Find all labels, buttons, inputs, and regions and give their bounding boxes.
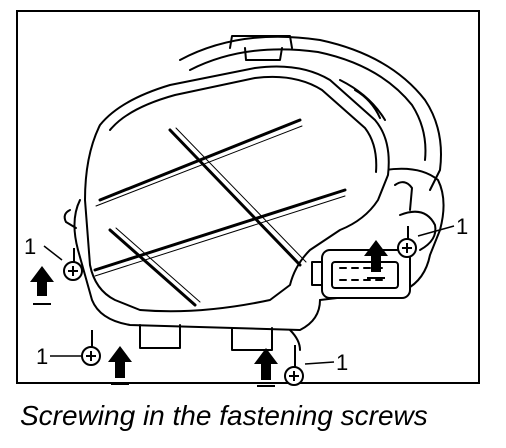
- callout-label-left: 1: [24, 234, 37, 259]
- round-housing: [179, 35, 442, 191]
- callout-label-lower-right: 1: [336, 350, 349, 375]
- figure-caption: Screwing in the fastening screws: [20, 400, 428, 431]
- cover-cross-pattern: [93, 118, 347, 307]
- callout-label-lower-left: 1: [36, 344, 49, 369]
- mounting-frame: [63, 199, 321, 351]
- callout-label-right: 1: [456, 214, 469, 239]
- arrow-up-center: [254, 348, 278, 380]
- screw-lower-left: [81, 330, 101, 366]
- arrow-up-left: [30, 266, 54, 296]
- arrow-up-lower-left: [108, 346, 132, 378]
- arrow-up-right: [364, 240, 388, 272]
- side-bracket: [319, 167, 445, 301]
- electrical-connector: [311, 249, 411, 299]
- screw-right: [397, 226, 417, 258]
- screw-left: [63, 248, 83, 281]
- screw-lower-right: [284, 345, 304, 386]
- callout-leader-lines: [43, 225, 455, 365]
